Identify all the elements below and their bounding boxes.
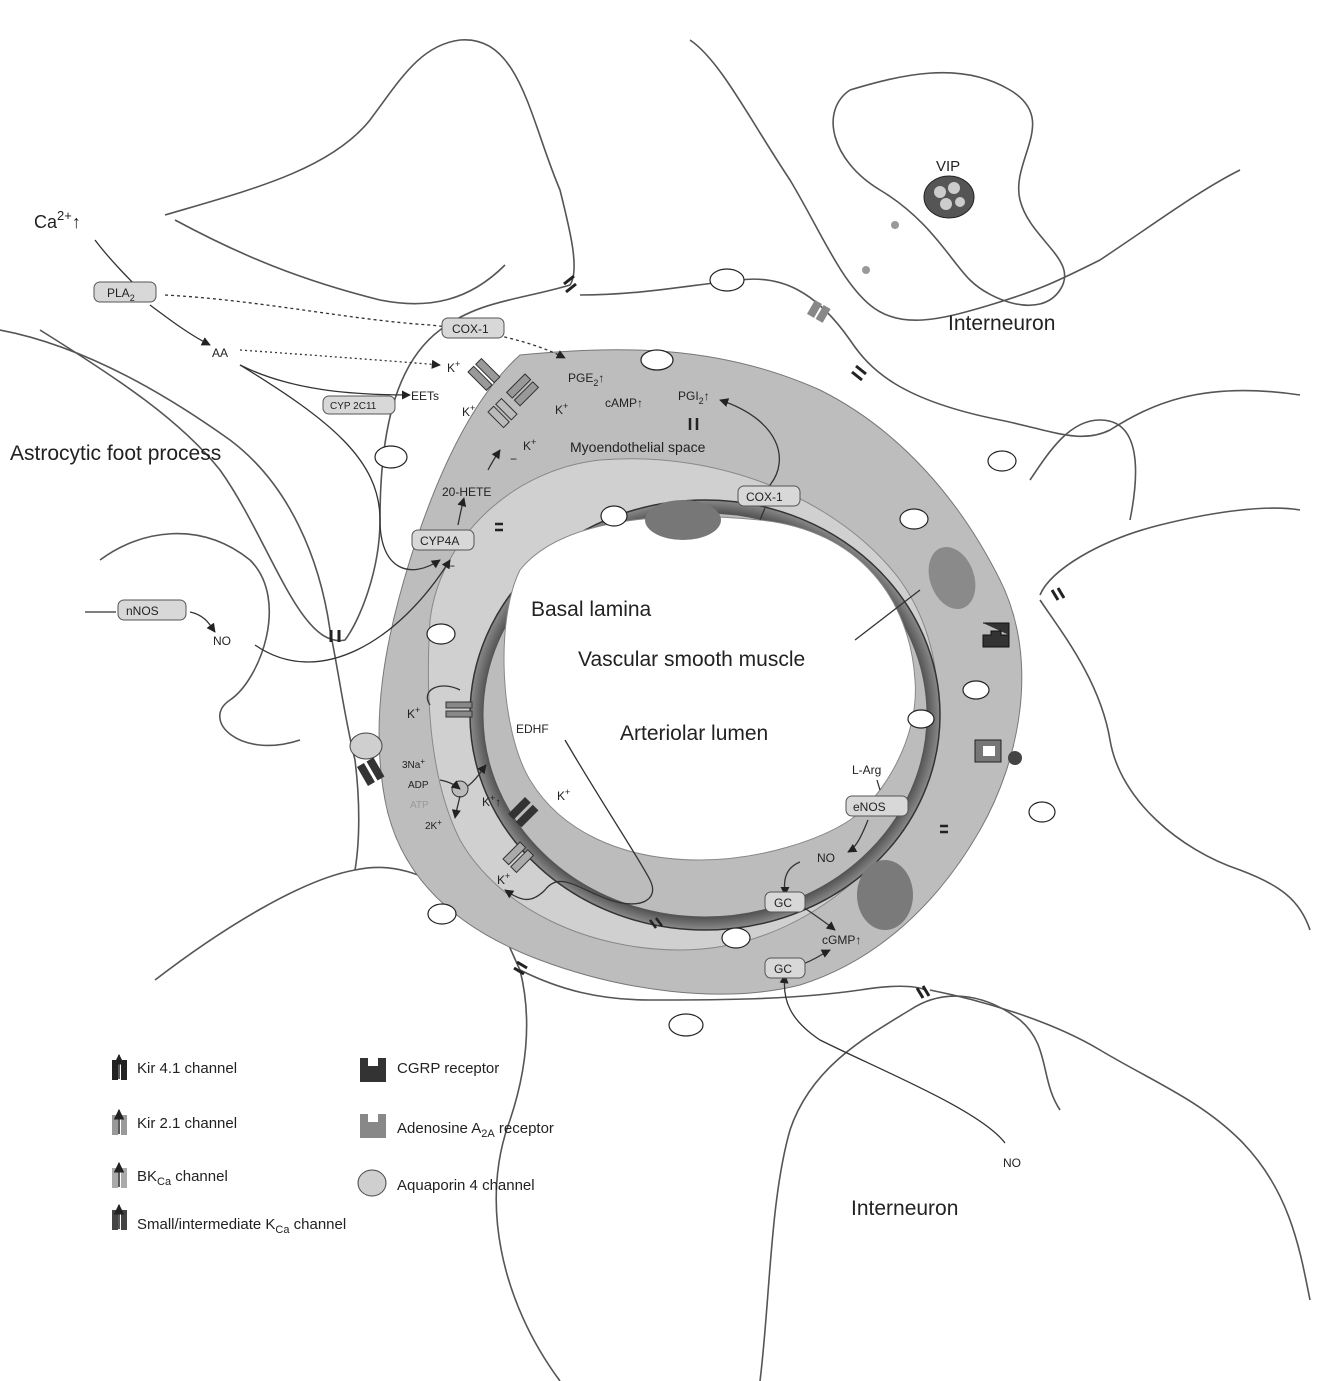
camp-label: cAMP↑ [605, 396, 643, 410]
legend-a2a-icon [360, 1114, 386, 1138]
mitochondrion-icon [963, 681, 989, 699]
membrane-right [1040, 508, 1300, 595]
endothelial-nucleus-top [645, 500, 721, 540]
membrane-right-2 [1040, 600, 1310, 930]
vesicle-icon [862, 266, 870, 274]
cgmp-label: cGMP↑ [822, 933, 861, 947]
legend-aqp4-label: Aquaporin 4 channel [397, 1177, 535, 1194]
vesicle-icon [891, 221, 899, 229]
mitochondrion-icon [428, 904, 456, 924]
legend-cgrp-icon [360, 1058, 386, 1082]
adp-label: ADP [408, 780, 429, 791]
interneuron-top-label: Interneuron [948, 312, 1055, 335]
nnos-label: nNOS [126, 604, 159, 618]
mitochondrion-icon [988, 451, 1016, 471]
mitochondrion-icon [1029, 802, 1055, 822]
aa-label: AA [212, 346, 228, 360]
no-endo-label: NO [817, 851, 835, 865]
path-aa-k [240, 350, 440, 365]
mitochondrion-icon [900, 509, 928, 529]
atp-label: ATP [410, 800, 429, 811]
legend-bkca-icon [112, 1163, 127, 1188]
mitochondrion-icon [427, 624, 455, 644]
myoendothelial-label: Myoendothelial space [570, 439, 706, 455]
legend-kir21-icon [112, 1110, 127, 1135]
adenosine-ligand-icon [1008, 751, 1022, 765]
membrane-top-left-2 [175, 220, 505, 304]
interneuron-bottom-outline [760, 996, 1060, 1381]
mitochondrion-icon [375, 446, 407, 468]
smooth-muscle-nucleus-bottom [857, 860, 913, 930]
gc1-label: GC [774, 896, 792, 910]
no-left-label: NO [213, 634, 231, 648]
legend-kir41-label: Kir 4.1 channel [137, 1060, 237, 1077]
larg-label: L-Arg [852, 763, 881, 777]
adenosine-receptor-top-icon [807, 300, 831, 323]
mitochondrion-icon [641, 350, 673, 370]
legend-cgrp-label: CGRP receptor [397, 1060, 499, 1077]
no-bottom-label: NO [1003, 1156, 1021, 1170]
gap-junction-icon [1052, 588, 1064, 600]
basal-lamina-label: Basal lamina [531, 598, 652, 621]
membrane-bottom-right [930, 990, 1310, 1300]
legend-kir21-label: Kir 2.1 channel [137, 1115, 237, 1132]
legend-aqp4-icon [358, 1170, 386, 1196]
enos-label: eNOS [853, 800, 886, 814]
cox1-top-label: COX-1 [452, 322, 489, 336]
hete-label: 20-HETE [442, 485, 491, 499]
vip-vesicle-icon [924, 176, 974, 218]
legend-kir41-icon [112, 1055, 127, 1080]
cyp2c11-label: CYP 2C11 [330, 401, 377, 412]
mitochondrion-icon [601, 506, 627, 526]
path-aa-eets [240, 365, 410, 395]
mitochondrion-icon [908, 710, 934, 728]
mitochondrion-icon [722, 928, 750, 948]
gc2-label: GC [774, 962, 792, 976]
smooth-muscle-label: Vascular smooth muscle [578, 648, 805, 671]
membrane-right-3 [1030, 420, 1136, 520]
legend-skca-icon [112, 1205, 127, 1230]
ca-label: Ca2+↑ [34, 208, 81, 232]
cox1-endo-label: COX-1 [746, 490, 783, 504]
legend-skca-label: Small/intermediate KCa channel [137, 1216, 346, 1236]
mitochondrion-icon [669, 1014, 703, 1036]
mitochondrion-icon [710, 269, 744, 291]
astrocyte-label: Astrocytic foot process [10, 442, 221, 465]
k-minus: − [510, 452, 517, 466]
edhf-label: EDHF [516, 722, 549, 736]
gap-junction-icon [852, 366, 866, 380]
aquaporin-4-channel-icon [350, 733, 382, 759]
adenosine-a2a-receptor-icon [975, 740, 1001, 762]
cyp4a-label: CYP4A [420, 534, 459, 548]
membrane-top-right [690, 40, 1240, 320]
interneuron-bottom-label: Interneuron [851, 1197, 958, 1220]
membrane-left-2 [100, 534, 300, 746]
path-nnos-no2 [190, 612, 215, 632]
legend-a2a-label: Adenosine A2A receptor [397, 1120, 554, 1140]
legend: Kir 4.1 channel Kir 2.1 channel BKCa cha… [112, 1055, 554, 1236]
cyp4a-minus: − [448, 559, 455, 573]
k-label-1: K+ [447, 359, 460, 375]
vip-label: VIP [936, 158, 960, 175]
eets-label: EETs [411, 389, 439, 403]
legend-bkca-label: BKCa channel [137, 1168, 228, 1188]
path-pla2-aa [150, 305, 210, 345]
lumen-label: Arteriolar lumen [620, 722, 768, 745]
